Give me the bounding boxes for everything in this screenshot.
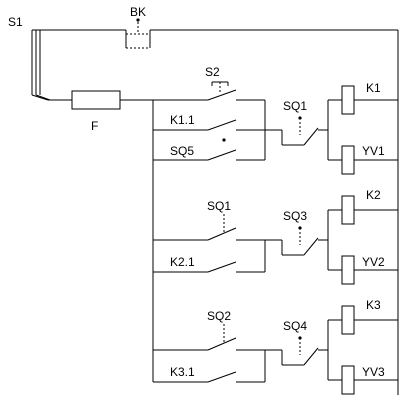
- label-s2: S2: [205, 65, 220, 79]
- group1-right-bus: [264, 100, 282, 160]
- pushbutton-s2: [207, 81, 265, 101]
- contact-sq1-mid: [153, 214, 265, 241]
- contact-k31: [153, 350, 266, 383]
- limit-switch-sq4: [265, 336, 328, 366]
- limit-switch-sq1-top: [281, 116, 328, 146]
- label-sq4: SQ4: [283, 319, 307, 333]
- label-yv2: YV2: [362, 255, 385, 269]
- limit-switch-sq3: [265, 226, 328, 256]
- label-s1: S1: [8, 15, 23, 29]
- label-sq3: SQ3: [283, 209, 307, 223]
- main-switch-s1: [31, 29, 51, 101]
- coil-group-3: [327, 305, 398, 395]
- label-k2: K2: [366, 188, 381, 202]
- fuse-f: [48, 90, 208, 110]
- label-k3: K3: [366, 298, 381, 312]
- label-bk: BK: [130, 5, 146, 19]
- coil-group-1: [327, 85, 398, 175]
- label-sq1-mid: SQ1: [207, 199, 231, 213]
- coil-group-2: [327, 195, 398, 285]
- label-sq2: SQ2: [207, 309, 231, 323]
- contact-sq2: [153, 324, 265, 351]
- contact-k11: [153, 119, 265, 131]
- label-k31: K3.1: [170, 365, 195, 379]
- label-fuse: F: [91, 119, 98, 133]
- label-k11: K1.1: [170, 113, 195, 127]
- label-sq5: SQ5: [170, 144, 194, 158]
- label-k1: K1: [366, 81, 381, 95]
- top-supply-bus: [46, 29, 399, 395]
- label-yv3: YV3: [362, 365, 385, 379]
- label-sq1-top: SQ1: [283, 99, 307, 113]
- switch-bk: [125, 18, 151, 49]
- label-yv1: YV1: [362, 144, 385, 158]
- contact-k21: [153, 240, 266, 273]
- label-k21: K2.1: [170, 255, 195, 269]
- contact-sq5: [153, 138, 265, 161]
